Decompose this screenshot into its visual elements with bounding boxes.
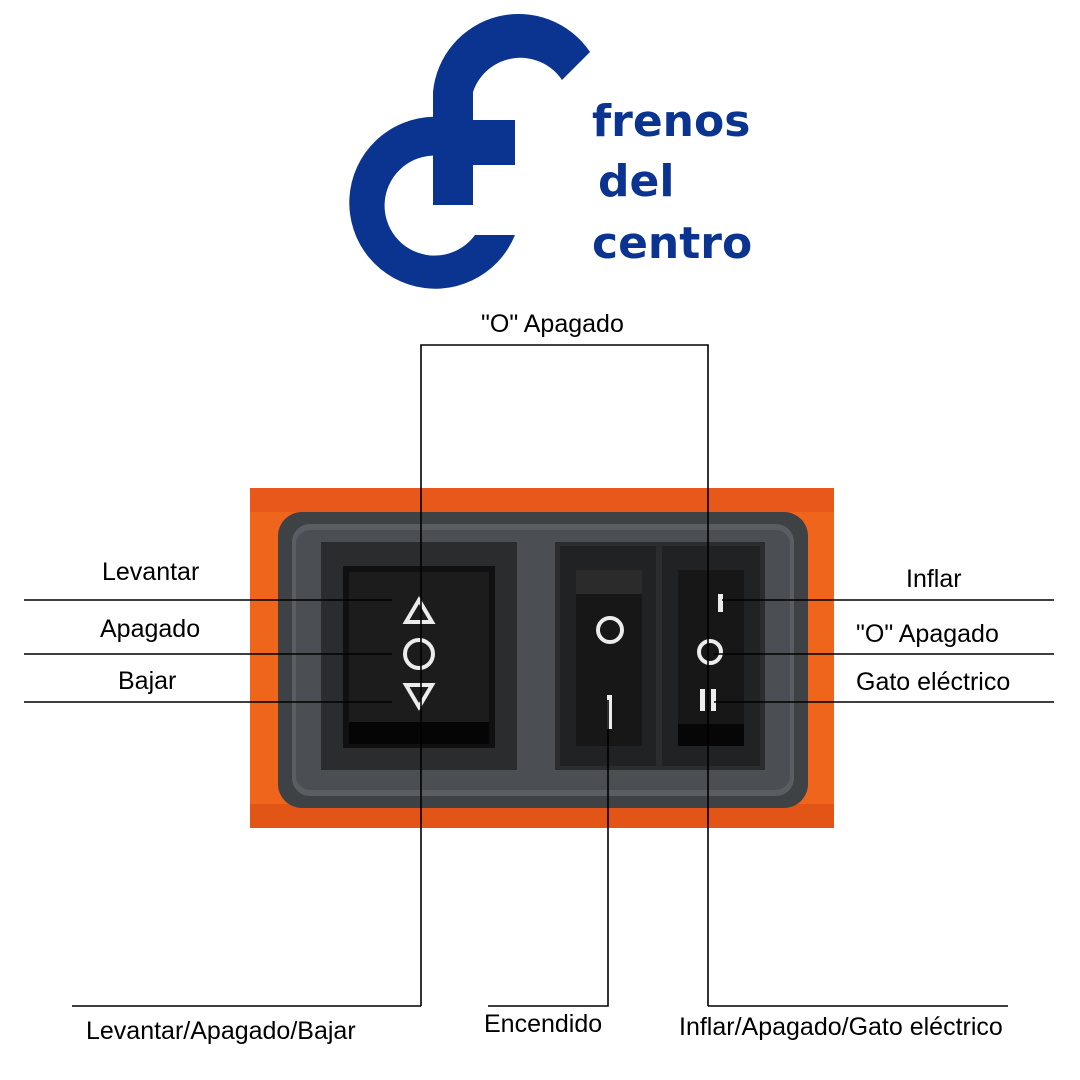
line-on-icon [607, 695, 612, 729]
double-line-icon [700, 689, 716, 711]
label-right-off: "O" Apagado [856, 620, 999, 648]
middle-rocker-switch[interactable] [576, 570, 642, 746]
circle-off-icon [596, 616, 624, 644]
label-bottom-left: Levantar/Apagado/Bajar [86, 1017, 356, 1045]
circle-off-icon [403, 638, 435, 670]
left-rocker-switch[interactable] [321, 542, 517, 770]
label-left-up: Levantar [102, 558, 200, 586]
triangle-down-icon [402, 683, 436, 711]
right-rocker-switch[interactable] [678, 570, 744, 746]
label-left-down: Bajar [118, 667, 177, 695]
label-left-off: Apagado [100, 615, 201, 643]
circle-off-icon [697, 639, 723, 665]
company-logo-icon [349, 13, 590, 289]
brand-line-centro: centro [592, 218, 753, 269]
brand-line-frenos: frenos [592, 96, 751, 147]
label-top-off: "O" Apagado [481, 310, 624, 338]
label-bottom-mid: Encendido [484, 1010, 603, 1038]
leader-top-loop [420, 344, 709, 1006]
leader-lines [24, 344, 1054, 1007]
label-right-jack: Gato eléctrico [856, 668, 1011, 696]
triangle-up-icon [402, 596, 436, 624]
leader-bottom-mid [488, 700, 609, 1007]
line-on-icon [718, 594, 723, 612]
label-bottom-right: Inflar/Apagado/Gato eléctrico [679, 1013, 1003, 1041]
label-right-inflate: Inflar [906, 565, 962, 593]
brand-line-del: del [598, 156, 675, 207]
